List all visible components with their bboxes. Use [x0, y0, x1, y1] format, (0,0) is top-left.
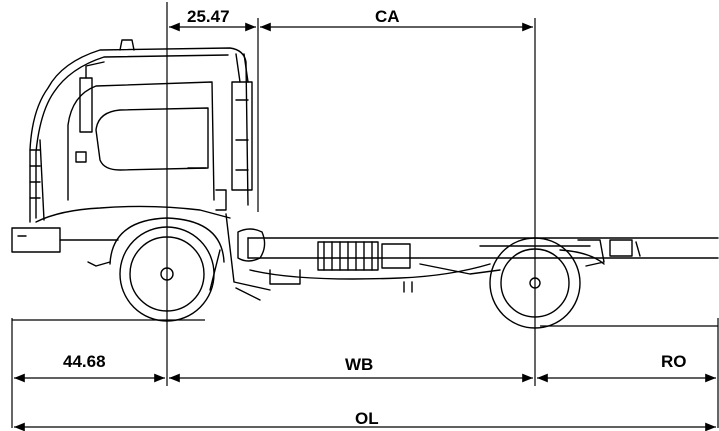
cab-to-front-axle-label: 25.47 [187, 7, 230, 26]
front-bumper [11, 205, 231, 267]
rear-overhang-label: RO [661, 352, 687, 371]
overall-length-label: OL [355, 409, 379, 428]
truck-drawing [11, 39, 719, 329]
cab [29, 39, 253, 223]
ca-label: CA [375, 7, 400, 26]
front-overhang-label: 44.68 [63, 352, 106, 371]
wheelbase-label: WB [345, 355, 374, 374]
chassis-frame [209, 213, 719, 301]
dimension-lines [11, 2, 719, 431]
